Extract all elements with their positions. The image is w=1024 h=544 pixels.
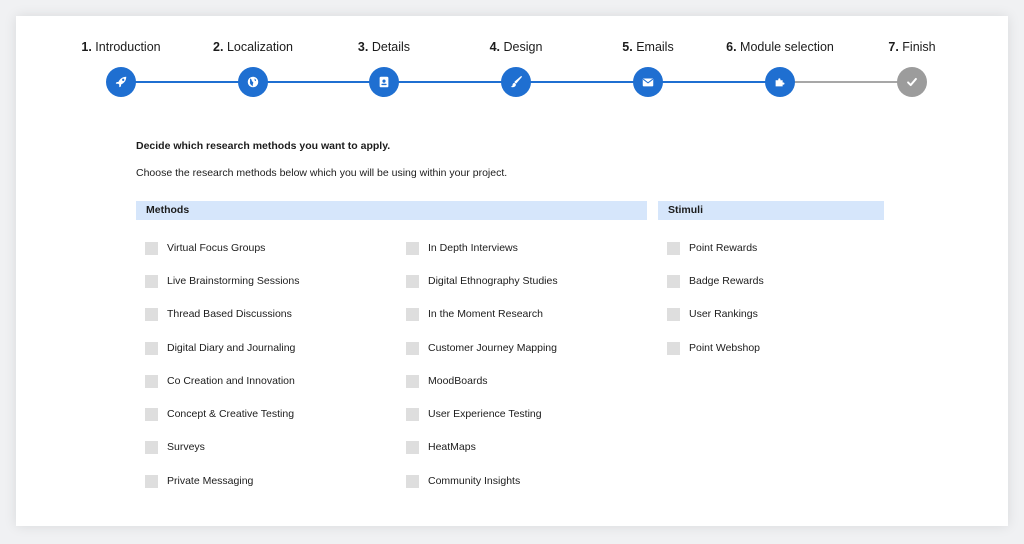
method-option[interactable]: Thread Based Discussions <box>145 307 292 321</box>
step-label-finish[interactable]: 7. Finish <box>888 40 936 54</box>
section-description: Choose the research methods below which … <box>136 167 508 179</box>
stimuli-header: Stimuli <box>658 201 884 220</box>
method-option[interactable]: Digital Ethnography Studies <box>406 274 558 288</box>
progress-track-completed <box>121 81 780 83</box>
step-label-module-selection[interactable]: 6. Module selection <box>726 40 834 54</box>
checkbox[interactable] <box>406 274 419 288</box>
section-heading: Decide which research methods you want t… <box>136 140 391 152</box>
envelope-icon <box>642 78 654 87</box>
checkbox[interactable] <box>145 474 158 488</box>
step-label-details[interactable]: 3. Details <box>357 40 411 54</box>
step-label-localization[interactable]: 2. Localization <box>213 40 293 54</box>
step-label-emails[interactable]: 5. Emails <box>622 40 674 54</box>
method-option[interactable]: Live Brainstorming Sessions <box>145 274 299 288</box>
methods-header: Methods <box>136 201 647 220</box>
checkbox[interactable] <box>145 374 158 388</box>
stimuli-option[interactable]: Point Rewards <box>667 241 757 255</box>
step-node-design[interactable] <box>501 67 531 97</box>
checkbox[interactable] <box>667 307 680 321</box>
method-option[interactable]: In the Moment Research <box>406 307 543 321</box>
method-option[interactable]: Community Insights <box>406 474 520 488</box>
step-node-finish[interactable] <box>897 67 927 97</box>
checkbox[interactable] <box>406 440 419 454</box>
stimuli-option[interactable]: Point Webshop <box>667 341 760 355</box>
stimuli-option[interactable]: User Rankings <box>667 307 758 321</box>
checkbox[interactable] <box>406 307 419 321</box>
method-option[interactable]: Concept & Creative Testing <box>145 407 294 421</box>
method-option[interactable]: MoodBoards <box>406 374 488 388</box>
method-option[interactable]: HeatMaps <box>406 440 476 454</box>
checkbox[interactable] <box>145 274 158 288</box>
step-node-introduction[interactable] <box>106 67 136 97</box>
step-node-emails[interactable] <box>633 67 663 97</box>
checkbox[interactable] <box>145 307 158 321</box>
method-option[interactable]: Private Messaging <box>145 474 253 488</box>
checkbox[interactable] <box>667 341 680 355</box>
method-option[interactable]: User Experience Testing <box>406 407 542 421</box>
checkbox[interactable] <box>406 241 419 255</box>
method-option[interactable]: Surveys <box>145 440 205 454</box>
checkbox[interactable] <box>406 407 419 421</box>
step-node-details[interactable] <box>369 67 399 97</box>
checkbox[interactable] <box>145 440 158 454</box>
contact-card-icon <box>379 76 389 88</box>
checkbox[interactable] <box>406 341 419 355</box>
stimuli-option[interactable]: Badge Rewards <box>667 274 764 288</box>
checkbox[interactable] <box>145 241 158 255</box>
checkbox[interactable] <box>406 474 419 488</box>
step-node-localization[interactable] <box>238 67 268 97</box>
method-option[interactable]: In Depth Interviews <box>406 241 518 255</box>
checkmark-icon <box>907 77 917 87</box>
method-option[interactable]: Customer Journey Mapping <box>406 341 557 355</box>
checkbox[interactable] <box>145 407 158 421</box>
checkbox[interactable] <box>667 241 680 255</box>
checkbox[interactable] <box>667 274 680 288</box>
rocket-icon <box>115 76 127 88</box>
step-node-module-selection[interactable] <box>765 67 795 97</box>
checkbox[interactable] <box>145 341 158 355</box>
wizard-card: 1. Introduction 2. Localization 3. Detai… <box>16 16 1008 526</box>
method-option[interactable]: Virtual Focus Groups <box>145 241 265 255</box>
method-option[interactable]: Digital Diary and Journaling <box>145 341 295 355</box>
method-option[interactable]: Co Creation and Innovation <box>145 374 295 388</box>
globe-icon <box>247 76 259 88</box>
progress-track-remaining <box>780 81 912 83</box>
checkbox[interactable] <box>406 374 419 388</box>
step-label-introduction[interactable]: 1. Introduction <box>81 40 161 54</box>
step-label-design[interactable]: 4. Design <box>489 40 543 54</box>
paintbrush-icon <box>510 76 522 88</box>
puzzle-icon <box>775 78 785 87</box>
